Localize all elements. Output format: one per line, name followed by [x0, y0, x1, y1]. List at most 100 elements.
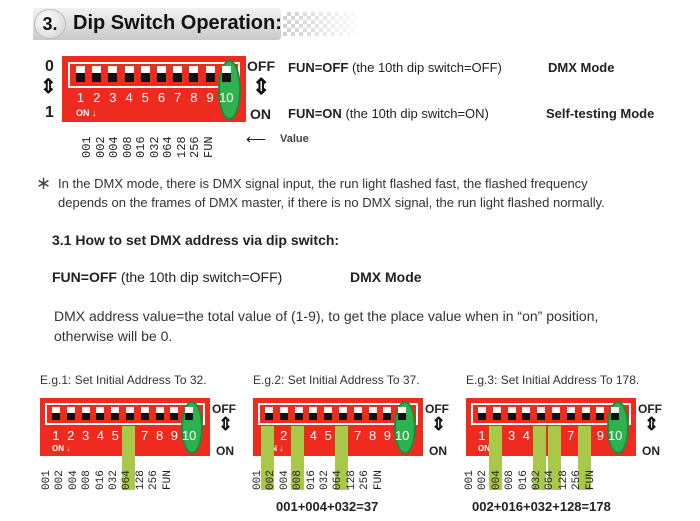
dip-switch-3[interactable]: [81, 407, 90, 420]
dip-switch-5[interactable]: [140, 66, 150, 82]
dip-switch-4[interactable]: [124, 66, 134, 82]
fun-on-mode: Self-testing Mode: [546, 106, 655, 121]
dip-number-1: 1: [478, 428, 486, 443]
dip-switch-5[interactable]: [324, 407, 333, 420]
example-3-off-label: OFF: [638, 402, 662, 416]
example-3-value-6: 032: [531, 470, 543, 490]
dip-number-5: 5: [141, 90, 149, 105]
section-header: 3. Dip Switch Operation:: [33, 8, 363, 40]
example-2-value-3: 004: [278, 470, 291, 490]
dip-switch-8[interactable]: [155, 407, 164, 420]
fun-off-line: FUN=OFF (the 10th dip switch=OFF): [288, 60, 502, 75]
dip-switch-3[interactable]: [108, 66, 118, 82]
dip-switch-6[interactable]: [157, 66, 166, 82]
dip-switch-2[interactable]: [66, 407, 75, 420]
dip-switch-4[interactable]: [522, 407, 531, 420]
dip-number-8: 8: [190, 90, 198, 105]
dip-switch-2[interactable]: [492, 407, 501, 420]
example-2-value-9: 256: [359, 470, 372, 490]
dip-number-7: 7: [174, 90, 182, 105]
main-value-9: 256: [188, 136, 202, 158]
example-1-title: E.g.1: Set Initial Address To 32.: [40, 373, 207, 387]
dip-switch-8[interactable]: [368, 407, 377, 420]
dip-number-8: 8: [155, 428, 164, 443]
dip-switch-2[interactable]: [279, 407, 288, 420]
dip-switch-6[interactable]: [552, 407, 560, 420]
example-1-value-6: 032: [108, 470, 120, 490]
dip-switch-9[interactable]: [170, 407, 179, 420]
example-3-updown-arrow-icon: ⇕: [644, 414, 660, 434]
dip-switch-5[interactable]: [537, 407, 546, 420]
dip-switch-4[interactable]: [309, 407, 318, 420]
example-1-off-label: OFF: [212, 402, 236, 416]
dip-switch-9[interactable]: [205, 66, 215, 82]
example-2-on-label: ON: [429, 444, 447, 458]
note-line-2: depends on the frames of DMX master, if …: [58, 195, 605, 210]
example-3-value-3: 004: [490, 470, 503, 490]
dip-number-9: 9: [206, 90, 214, 105]
dip-switch-4[interactable]: [96, 407, 105, 420]
dip-switch-8[interactable]: [189, 66, 199, 82]
dip-switch-6[interactable]: [339, 407, 347, 420]
dip-switch-9[interactable]: [383, 407, 392, 420]
main-value-10: FUN: [201, 136, 216, 158]
dip-switch-1[interactable]: [478, 407, 486, 420]
dip-number-9: 9: [596, 428, 604, 443]
dip-switch-7[interactable]: [566, 407, 575, 420]
section-number: 3.: [35, 10, 65, 38]
dip-switch-10[interactable]: [185, 407, 194, 420]
dip-number-10: 10: [607, 428, 623, 443]
example-1-on-highlight-6: [122, 426, 135, 490]
dip-number-1: 1: [52, 428, 60, 443]
dip-switch-9[interactable]: [596, 407, 605, 420]
example-2-on-highlight-1: [261, 426, 274, 490]
fun-off2-desc: (the 10th dip switch=OFF): [120, 269, 283, 285]
dip-switch-2[interactable]: [92, 66, 102, 82]
dip-number-2: 2: [93, 90, 101, 105]
dip-switch-10[interactable]: [221, 66, 231, 82]
example-1-value-3: 004: [67, 470, 80, 490]
main-value-3: 004: [107, 136, 121, 158]
example-2-value-4: 008: [292, 470, 305, 490]
dip-switch-10[interactable]: [398, 407, 407, 420]
dip-number-4: 4: [522, 428, 530, 443]
example-2-value-1: 001: [252, 470, 264, 490]
dip-switch-7[interactable]: [173, 66, 183, 82]
dip-switch-8[interactable]: [581, 407, 590, 420]
example-3-title: E.g.3: Set Initial Address To 178.: [466, 373, 640, 387]
dip-number-10: 10: [219, 90, 234, 105]
dip-switch-10[interactable]: [611, 407, 620, 420]
main-value-4: 008: [120, 136, 135, 158]
fun-off2-lead: FUN=OFF: [52, 269, 117, 285]
dip-switch-1[interactable]: [76, 66, 85, 82]
dip-switch-1[interactable]: [52, 407, 60, 420]
fun-off-desc: (the 10th dip switch=OFF): [351, 60, 502, 75]
fun-on-line: FUN=ON (the 10th dip switch=ON): [288, 106, 489, 121]
dip-number-3: 3: [81, 428, 90, 443]
example-2-updown-arrow-icon: ⇕: [431, 414, 447, 434]
example-2-title: E.g.2: Set Initial Address To 37.: [253, 373, 420, 387]
dip-number-9: 9: [170, 428, 178, 443]
label-off: OFF: [247, 58, 275, 74]
dip-number-2: 2: [67, 428, 75, 443]
example-1-value-7: 064: [121, 470, 134, 490]
example-3-value-5: 016: [517, 470, 530, 490]
fun-off-lead: FUN=OFF: [288, 60, 349, 75]
main-value-1: 001: [80, 136, 94, 158]
dip-switch-5[interactable]: [111, 407, 120, 420]
main-value-2: 002: [93, 136, 108, 158]
dip-number-2: 2: [280, 428, 288, 443]
example-3-value-10: FUN: [584, 470, 597, 490]
fun-on-lead: FUN=ON: [288, 106, 342, 121]
left-arrow-icon: ⟵: [246, 131, 267, 147]
dip-switch-6[interactable]: [126, 407, 134, 420]
dip-switch-1[interactable]: [265, 407, 273, 420]
dip-switch-3[interactable]: [507, 407, 516, 420]
example-2-on-highlight-3: [290, 426, 304, 490]
dip-switch-7[interactable]: [140, 407, 149, 420]
dmx-desc-line-1: DMX address value=the total value of (1-…: [54, 308, 599, 324]
example-3-value-7: 064: [544, 470, 557, 490]
example-2-on-highlight-6: [335, 426, 348, 490]
dip-switch-3[interactable]: [294, 407, 303, 420]
dip-switch-7[interactable]: [353, 407, 362, 420]
